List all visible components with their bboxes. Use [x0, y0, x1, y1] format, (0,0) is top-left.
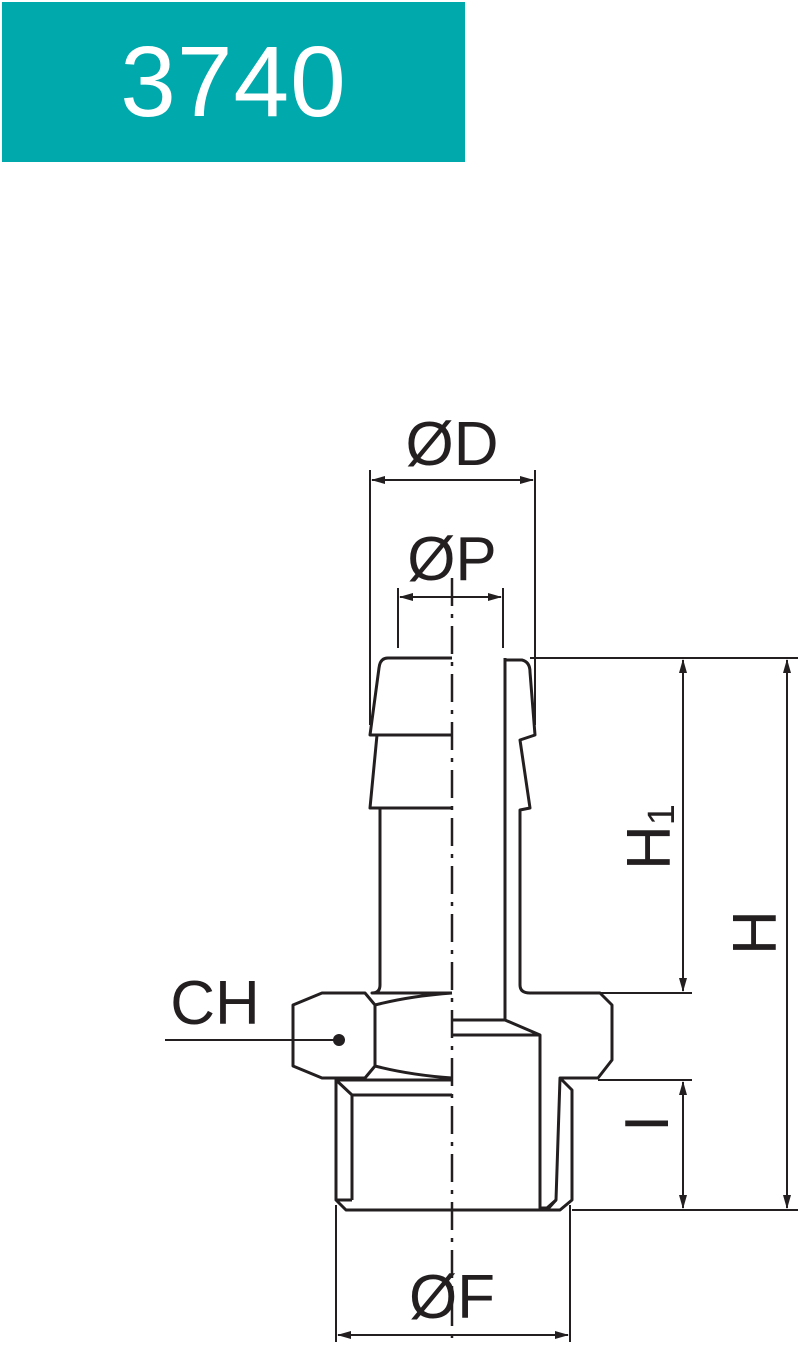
- label-bore: ØP: [407, 525, 497, 594]
- product-code-banner: 3740: [2, 2, 465, 162]
- label-thread-diameter: ØF: [409, 1263, 495, 1332]
- label-h1: H1: [615, 804, 684, 870]
- label-hex: CH: [170, 969, 260, 1038]
- label-h1-main: H: [615, 825, 684, 870]
- extension-lines: [335, 470, 798, 1342]
- product-code: 3740: [120, 25, 347, 138]
- label-od: ØD: [406, 410, 499, 479]
- label-h1-sub: 1: [641, 804, 683, 825]
- label-h: H: [721, 910, 790, 955]
- dimension-lines: [337, 476, 791, 1339]
- fitting-outline: [165, 656, 574, 1212]
- section-hatch: [503, 658, 614, 1210]
- label-i: I: [613, 1115, 682, 1132]
